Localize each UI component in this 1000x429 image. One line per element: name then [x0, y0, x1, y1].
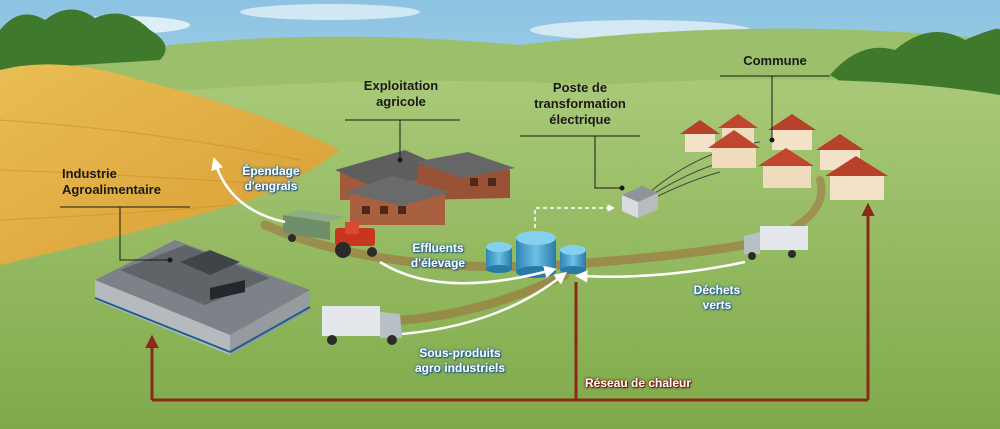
- substation-label: Poste de transformation électrique: [520, 80, 640, 128]
- fertilizer-flow-line1: Épendage: [242, 164, 300, 178]
- heat-network-pipe: [145, 202, 875, 402]
- farm-label: Exploitation agricole: [345, 78, 457, 110]
- green-waste-flow-line1: Déchets: [693, 283, 741, 297]
- flow-arrows: [211, 157, 746, 336]
- effluents-flow-line1: Effluents: [412, 241, 464, 255]
- fertilizer-flow-label: Épendage d'engrais: [226, 164, 316, 194]
- green-waste-flow-line2: verts: [702, 298, 732, 312]
- label-leaders: [60, 75, 830, 261]
- power-link: [534, 204, 615, 235]
- commune-label: Commune: [743, 53, 807, 68]
- farm-label-line1: Exploitation: [363, 78, 439, 93]
- byproducts-flow-line2: agro industriels: [414, 361, 506, 375]
- tractor: [283, 210, 377, 258]
- commune-houses: [680, 114, 888, 200]
- farm-label-line2: agricole: [376, 94, 426, 109]
- industry-label-line1: Industrie: [62, 166, 117, 181]
- green-waste-flow-label: Déchets verts: [680, 283, 754, 313]
- industry-label-line2: Agroalimentaire: [62, 182, 161, 197]
- byproducts-flow-line1: Sous-produits: [419, 346, 501, 360]
- substation-label-line3: électrique: [549, 112, 611, 127]
- byproducts-flow-label: Sous-produits agro industriels: [400, 346, 520, 376]
- wheat-field: [0, 64, 340, 265]
- trees-left: [0, 9, 166, 70]
- industry-label: Industrie Agroalimentaire: [62, 166, 161, 198]
- farm-buildings: [335, 150, 515, 225]
- substation-label-line2: transformation: [534, 96, 626, 111]
- electrical-substation: [622, 186, 658, 218]
- substation-label-line1: Poste de: [552, 80, 608, 95]
- byproducts-truck: [322, 306, 402, 345]
- heat-network-label: Réseau de chaleur: [585, 376, 692, 390]
- fertilizer-flow-line2: d'engrais: [244, 179, 298, 193]
- effluents-flow-label: Effluents d'élevage: [398, 241, 478, 271]
- green-waste-truck: [744, 226, 808, 260]
- effluents-flow-line2: d'élevage: [410, 256, 466, 270]
